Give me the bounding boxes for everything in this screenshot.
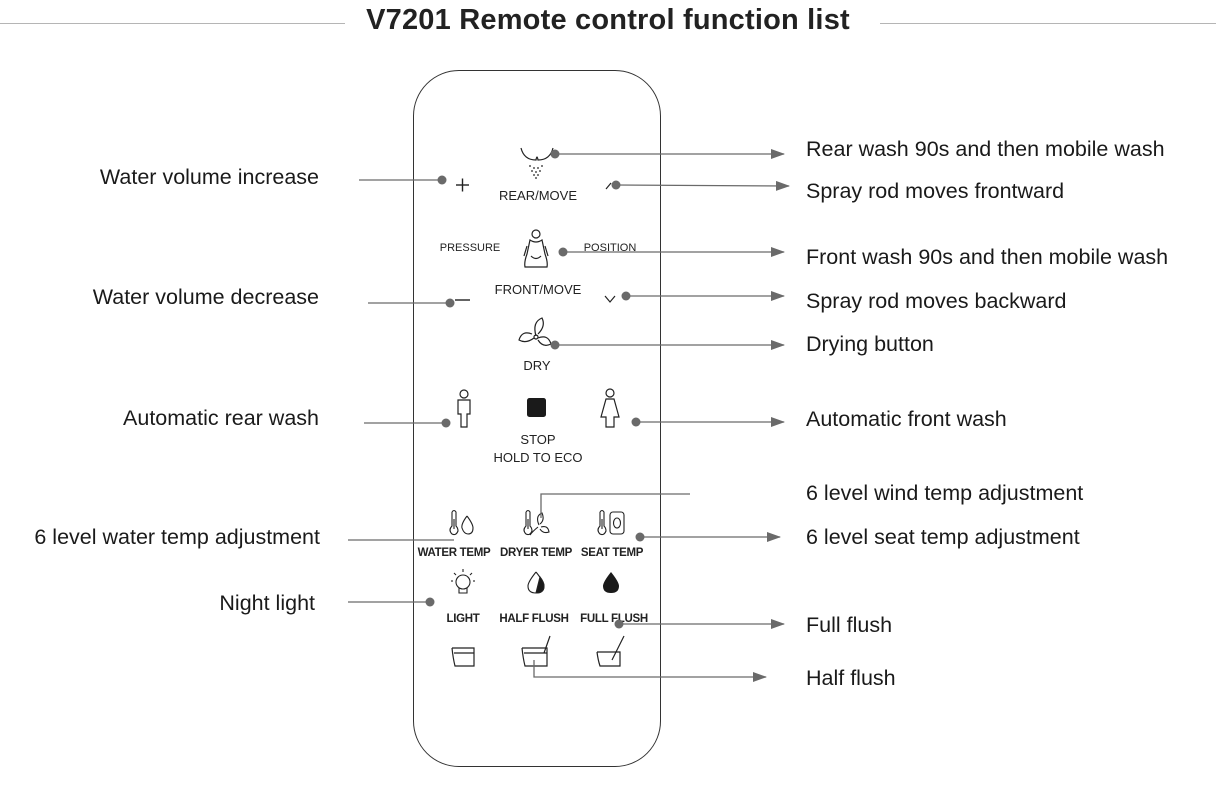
callout-automatic-front-wash: Automatic front wash [806, 407, 1007, 431]
stop-label: STOP [520, 432, 556, 447]
callout-water-volume-increase: Water volume increase [99, 165, 319, 189]
callout-seat-temp-adjustment: 6 level seat temp adjustment [806, 525, 1080, 549]
half-flush-drop-button[interactable] [527, 571, 545, 594]
callout-half-flush: Half flush [806, 666, 896, 690]
toilet-bowl-icon [451, 647, 475, 667]
title-rule-left [0, 23, 345, 24]
female-figure-button[interactable] [600, 388, 620, 428]
full-flush-drop-button[interactable] [603, 572, 619, 593]
rear-wash-button[interactable] [520, 147, 554, 161]
callout-spray-frontward: Spray rod moves frontward [806, 179, 1065, 203]
pressure-label: PRESSURE [439, 242, 501, 254]
seat-temp-label: SEAT TEMP [580, 547, 644, 559]
dryer-temp-label: DRYER TEMP [500, 547, 572, 559]
leader-dots [425, 149, 645, 629]
full-flush-label: FULL FLUSH [580, 613, 648, 625]
callout-night-light: Night light [219, 591, 315, 615]
dry-label: DRY [523, 358, 551, 373]
callout-water-temp-adjustment: 6 level water temp adjustment [34, 525, 320, 549]
stop-button[interactable] [527, 398, 546, 417]
light-bulb-button[interactable] [451, 569, 475, 594]
callout-water-volume-decrease: Water volume decrease [92, 285, 319, 309]
page-title: V7201 Remote control function list [366, 4, 850, 36]
callout-drying-button: Drying button [806, 332, 934, 356]
rear-move-label: REAR/MOVE [498, 188, 577, 203]
callout-automatic-rear-wash: Automatic rear wash [123, 406, 319, 430]
callout-spray-backward: Spray rod moves backward [806, 289, 1067, 313]
water-temp-button[interactable] [449, 509, 474, 536]
full-flush-bowl-icon [596, 635, 625, 667]
plus-button[interactable] [456, 178, 469, 192]
seat-temp-button[interactable] [597, 509, 625, 536]
fan-icon[interactable] [518, 317, 552, 346]
dryer-temp-button[interactable] [523, 509, 550, 536]
front-move-label: FRONT/MOVE [494, 282, 582, 297]
callout-wind-temp-adjustment: 6 level wind temp adjustment [806, 481, 1084, 505]
callout-full-flush: Full flush [806, 613, 893, 637]
half-flush-bowl-icon [521, 635, 551, 667]
front-wash-button[interactable] [523, 229, 549, 268]
chevron-up-button[interactable] [605, 182, 612, 190]
hold-to-eco-label: HOLD TO ECO [493, 450, 583, 465]
spray-dots-icon [529, 165, 543, 179]
callout-rear-wash: Rear wash 90s and then mobile wash [806, 137, 1165, 161]
male-figure-button[interactable] [457, 389, 471, 428]
chevron-down-button[interactable] [604, 295, 616, 303]
title-rule-right [880, 23, 1216, 24]
light-label: LIGHT [446, 613, 480, 625]
half-flush-label: HALF FLUSH [499, 613, 569, 625]
leader-lines [348, 149, 790, 682]
callout-front-wash: Front wash 90s and then mobile wash [806, 245, 1169, 269]
water-temp-label: WATER TEMP [417, 547, 491, 559]
position-label: POSITION [583, 242, 637, 254]
